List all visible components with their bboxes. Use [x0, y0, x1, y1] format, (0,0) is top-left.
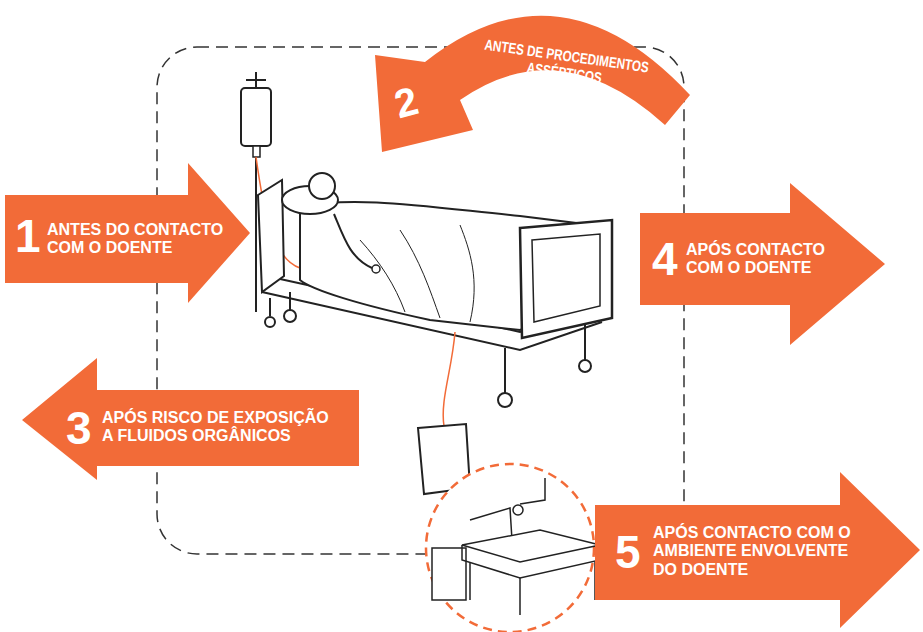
moment-arrow: 2ANTES DE PROCEDIMENTOS ASSÉPTICOS	[365, 0, 695, 160]
bed-headboard	[258, 180, 284, 292]
bed-wheel	[579, 360, 591, 372]
patient-head	[309, 173, 335, 199]
patient-hand	[372, 265, 380, 273]
arrow-fill	[375, 16, 690, 152]
moment-arrow: 5 APÓS CONTACTO COM O AMBIENTE ENVOLVENTE…	[595, 472, 923, 628]
moment-label: APÓS RISCO DE EXPOSIÇÃO A FLUIDOS ORGÂNI…	[102, 409, 338, 446]
lamp-arm	[520, 478, 545, 504]
moment-number: 3	[66, 405, 92, 451]
bed-wheel	[265, 317, 275, 327]
moment-arrow: 3 APÓS RISCO DE EXPOSIÇÃO A FLUIDOS ORGÂN…	[22, 358, 359, 480]
drip-chamber	[253, 146, 260, 157]
moment-number: 1	[15, 213, 41, 259]
moment-arrow: 4APÓS CONTACTO COM O DOENTE	[640, 183, 890, 345]
lamp	[513, 505, 523, 515]
empty-bed-legs	[470, 562, 595, 615]
arrow-fill	[5, 163, 250, 303]
moment-arrow: 1ANTES DO CONTACTO COM O DOENTE	[5, 163, 250, 303]
moment-number: 5	[615, 529, 641, 575]
bed-wheel	[284, 310, 296, 322]
empty-bed-side	[462, 545, 600, 578]
urine-tube	[443, 332, 455, 426]
moment-label: APÓS CONTACTO COM O DOENTE	[686, 241, 841, 278]
bed-footboard	[520, 220, 612, 338]
moment-label: ANTES DO CONTACTO COM O DOENTE	[47, 221, 242, 258]
arrow-fill	[640, 183, 885, 345]
empty-bed-headboard	[470, 508, 512, 540]
iv-hook	[246, 72, 266, 88]
moment-label: APÓS CONTACTO COM O AMBIENTE ENVOLVENTE …	[653, 524, 865, 579]
arrow-outline	[365, 0, 695, 160]
arrow-fill	[595, 472, 920, 628]
iv-bag	[241, 88, 271, 146]
arrow-fill	[22, 358, 359, 480]
moment-number: 4	[652, 236, 678, 282]
footboard-panel	[532, 234, 600, 322]
nightstand	[432, 548, 466, 600]
empty-bed-mattress	[462, 530, 600, 562]
patient-arm	[334, 214, 372, 268]
bed-wheel	[498, 393, 512, 407]
blanket-folds	[360, 225, 474, 322]
